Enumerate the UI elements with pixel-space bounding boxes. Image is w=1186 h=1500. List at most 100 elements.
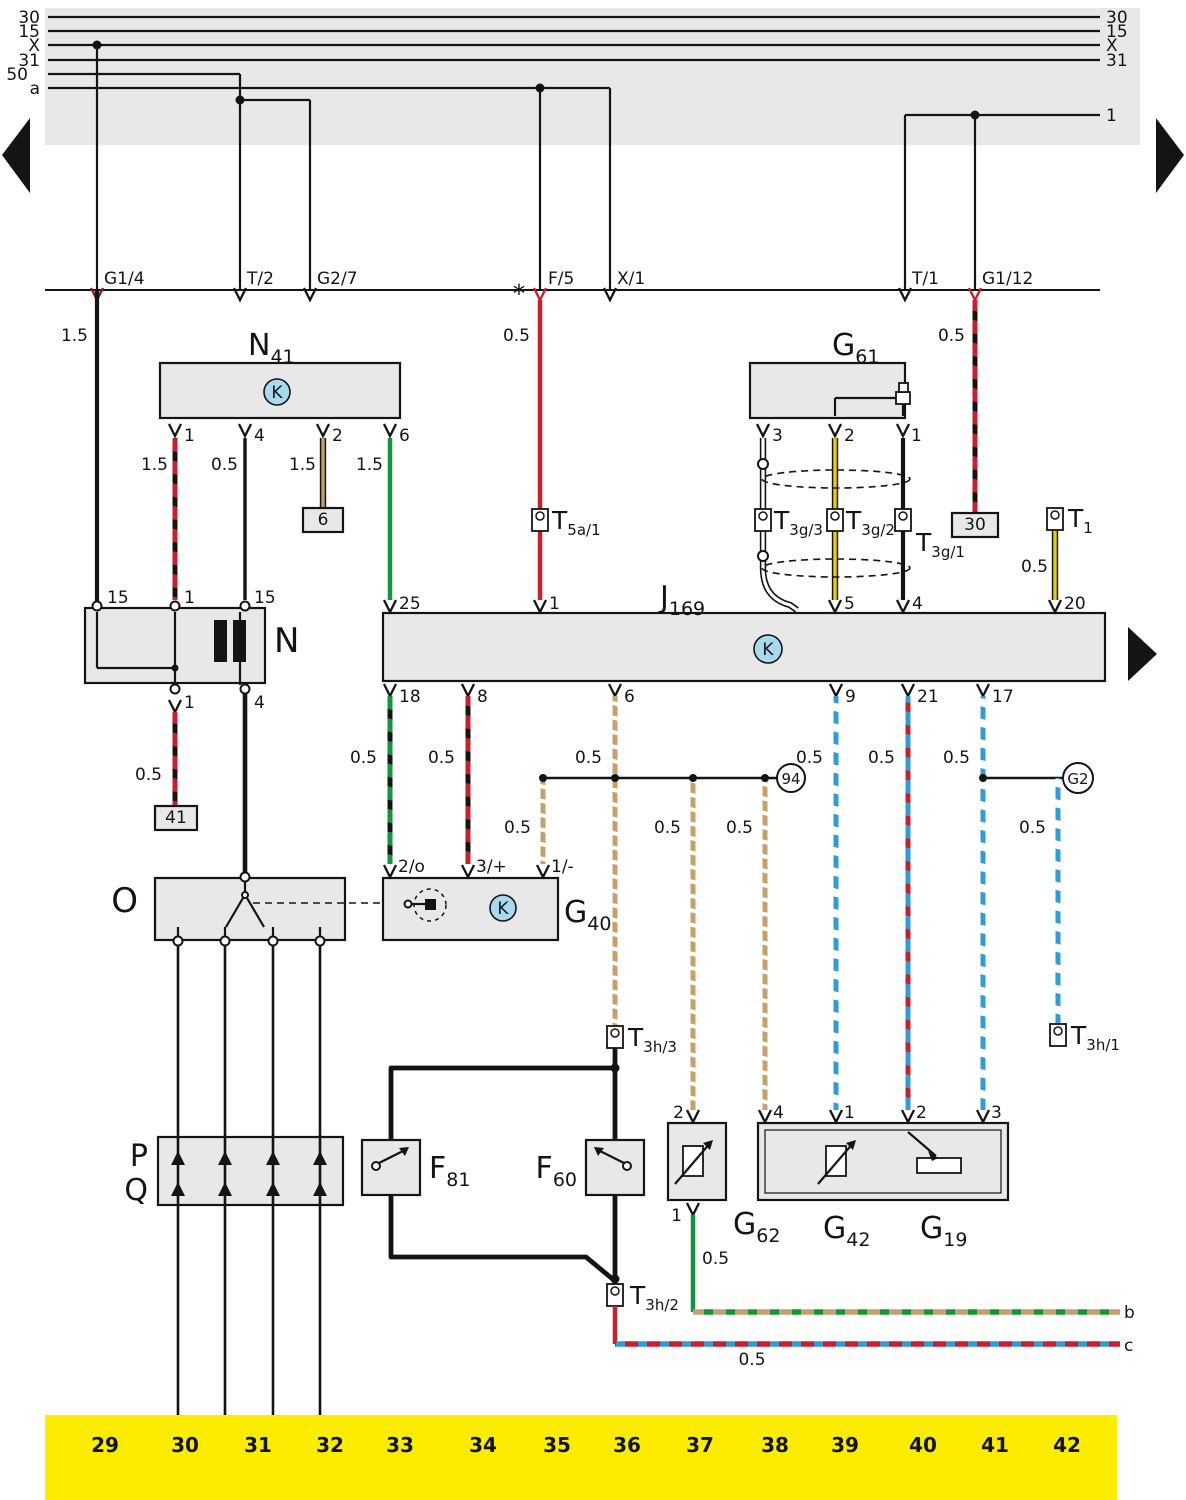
track-33: 33 [386,1433,414,1457]
track-29: 29 [91,1433,119,1457]
page-arrow-left-icon [2,118,30,193]
relay-terminal-4b: 4 [254,693,265,713]
f60-label: F60 [536,1151,577,1191]
relay-terminal-15a: 15 [107,588,129,608]
g19-terminal-3: 3 [991,1103,1002,1123]
g61-label: G61 [832,328,879,368]
rail-label-x1: X/1 [617,269,645,289]
g61-terminal-1: 1 [911,426,922,446]
g42-label: G42 [823,1211,870,1251]
track-41: 41 [981,1433,1009,1457]
p-label: P [130,1139,148,1174]
g40-label: G40 [564,895,611,935]
f81-box [360,1138,422,1197]
relay-coil-icon [214,620,227,662]
component-g61: G61 3 2 1 [748,328,922,446]
f81-label: F81 [429,1151,470,1191]
rail-label-t1: T/1 [911,269,939,289]
relay-terminal-1t: 1 [184,588,195,608]
track-40: 40 [909,1433,937,1457]
j169-terminal-20: 20 [1064,594,1086,614]
relay-terminal-1b: 1 [184,693,195,713]
t3g1-label: T3g/1 [915,528,965,561]
n41-label: N41 [248,328,295,368]
n41-terminal-1: 1 [184,426,195,446]
gauge-g1-12: 0.5 [938,326,965,346]
q-label: Q [124,1173,148,1208]
bus-label-50-left: 50 [6,65,28,85]
node-94-icon [776,763,806,793]
n41-terminal-6: 6 [399,426,410,446]
relay-n-label: N [274,621,299,661]
t1-label: T1 [1067,504,1093,537]
gauge-branch-g2: 0.5 [1019,818,1046,838]
component-relay-n: N 15 1 15 1 4 0.5 41 [83,588,299,874]
track-34: 34 [469,1433,497,1457]
o-label: O [111,881,138,921]
component-g40: G40 K 2/o 3/+ 1/- [381,857,611,942]
pq-box [156,1135,345,1207]
wire-g61-3-white [761,438,798,612]
twisted-pair-lower-icon [761,558,911,578]
bus-label-31-right: 31 [1106,51,1128,71]
n41-gauge-2: 1.5 [289,455,316,475]
o-box [153,876,347,942]
bus-label-31-left: 31 [18,51,40,71]
line-c-gauge: 0.5 [738,1350,765,1370]
connector-rail: G1/4 T/2 G2/7 * F/5 X/1 T/1 G1/12 1.5 0.… [45,269,1100,346]
bus-label-15-right: 15 [1106,22,1128,42]
t3h3-label: T3h/3 [627,1023,677,1056]
j169-gauge-17: 0.5 [943,748,970,768]
j169-terminal-1: 1 [549,594,560,614]
n41-terminal-4: 4 [254,426,265,446]
g62-label: G62 [733,1207,780,1247]
g62-terminal-2: 2 [673,1103,684,1123]
lower-wires: 94 0.5 0.5 0.5 G2 0.5 T3h/1 [387,696,1120,1110]
g19-sensor-icon [916,1157,962,1174]
rail-connector-x1-icon [602,287,618,303]
g42-terminal-1: 1 [844,1103,855,1123]
track-band-bg [45,1415,1117,1500]
upper-wires [94,290,1059,613]
g40-terminal-3p: 3/+ [476,857,507,877]
g61-box [748,361,907,420]
j169-gauge-18: 0.5 [350,748,377,768]
g40-terminal-1m: 1/- [551,857,574,877]
rail-label-f5: F/5 [548,269,574,289]
box-6-label: 6 [318,510,329,530]
n41-gauge-1: 1.5 [141,455,168,475]
g42-g19-box [756,1121,1010,1202]
rail-connector-t1-icon [897,287,913,303]
rail-label-g2-7: G2/7 [317,269,358,289]
gauge-branch-g62: 0.5 [654,818,681,838]
line-b-label: b [1124,1303,1135,1323]
feed-wires [92,40,980,290]
box-6 [301,506,345,534]
relay-gauge: 0.5 [135,765,162,785]
inline-connectors-upper: T5a/1 T3g/3 T3g/2 T3g/1 30 T1 0.5 [531,504,1093,577]
t1-gauge: 0.5 [1021,557,1048,577]
n41-gauge-4: 0.5 [211,455,238,475]
t3h1-label: T3h/1 [1070,1021,1120,1054]
track-band: 29 30 31 32 33 34 35 36 37 38 39 40 41 4… [45,1415,1117,1500]
gauge-f5: 0.5 [503,326,530,346]
bus-label-30-right: 30 [1106,8,1128,28]
j169-terminal-8: 8 [477,687,488,707]
j169-terminal-5: 5 [844,594,855,614]
j169-gauge-6: 0.5 [575,748,602,768]
component-g42-g19: G42 G19 4 1 2 3 [756,1103,1010,1251]
j169-gauge-21: 0.5 [868,748,895,768]
wire-f81-to-t3h2 [388,1195,617,1283]
n41-box [158,361,402,420]
line-c-label: c [1124,1336,1133,1356]
box-41 [153,804,199,832]
fuel-pump-net: T3h/3 F81 F60 T3h/2 0.5 c [360,1023,1133,1370]
g61-terminal-3: 3 [772,426,783,446]
gauge-g1-4: 1.5 [61,326,88,346]
t3g2-label: T3g/2 [845,506,895,539]
box-30-label: 30 [964,515,986,535]
t3h2-label: T3h/2 [629,1281,679,1314]
j169-continuation-arrow-icon [1128,627,1157,681]
component-j169: J169 K 25 1 5 4 20 18 8 6 9 21 17 0.5 0.… [350,580,1157,768]
